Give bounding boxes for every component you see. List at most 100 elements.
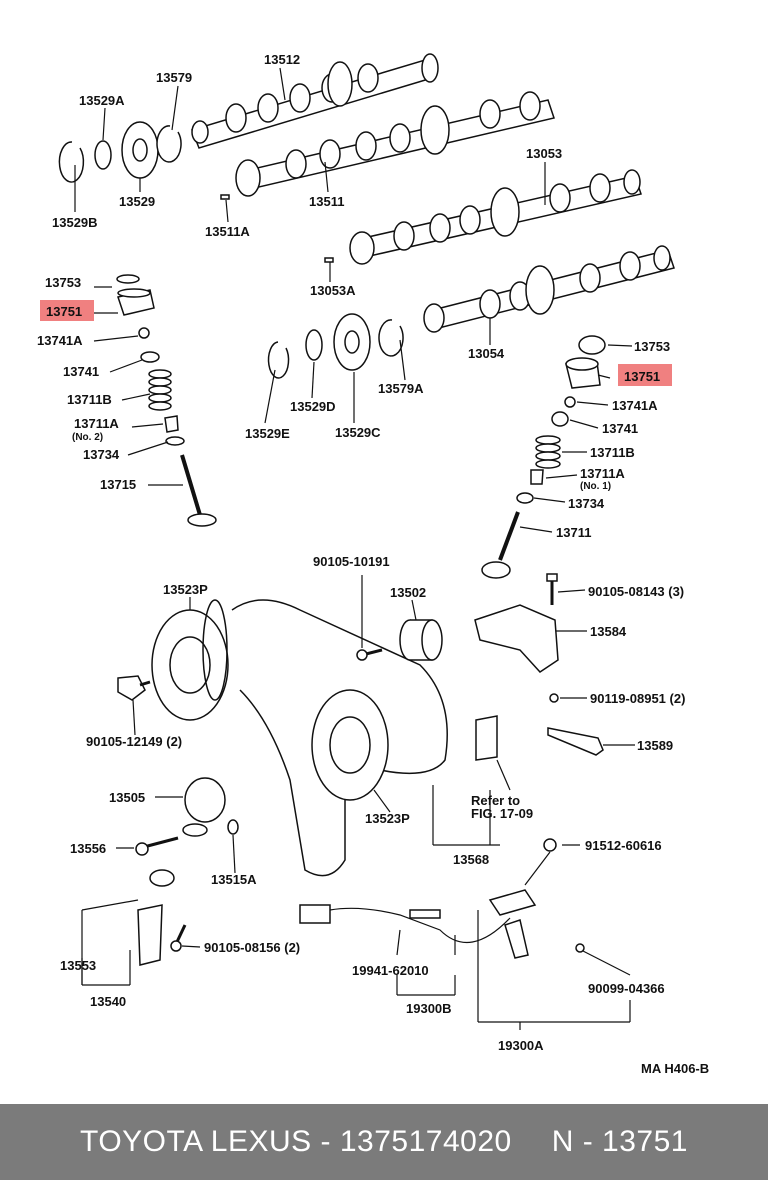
bolt-90105-08156-drawing [170,924,187,952]
bolt-90105-08143-drawing [546,573,558,605]
bracket-13584-drawing [474,604,559,673]
cover-reference-drawing [475,715,498,761]
label-13529: 13529 [119,194,155,209]
idler-13502-drawing [399,619,443,661]
label-13711B-left: 13711B [67,392,112,407]
highlight-13751-right [618,364,672,386]
tensioner-13505-drawing [182,777,226,837]
washer-13529A-drawing [94,140,112,170]
keeper-13741A-right-drawing [564,396,576,408]
footer-bar: TOYOTA LEXUS - 1375174020 N - 13751 [0,1104,768,1180]
label-13523P-bottom: 13523P [365,811,410,826]
spring-13711B-left-drawing [148,369,172,411]
seal-13711A-left-drawing [164,415,179,433]
lifter-13751-left-drawing [117,288,155,316]
label-13753-left: 13753 [45,275,81,290]
label-13711A-left: 13711A [74,416,119,431]
label-13053: 13053 [526,146,562,161]
highlight-13751-left [40,300,94,321]
label-13511: 13511 [309,194,344,209]
stay-13589-drawing [547,727,604,756]
gear-13529C-drawing [333,313,371,371]
label-13529C: 13529C [335,425,381,440]
label-13711B-right: 13711B [590,445,635,460]
label-diagram-code: MA H406-B [641,1061,709,1076]
label-90105-10191: 90105-10191 [313,554,390,569]
label-13523P-top: 13523P [163,582,208,597]
label-13741-right: 13741 [602,421,638,436]
label-13584: 13584 [590,624,627,639]
snap-ring-13529E-drawing [267,341,290,379]
snap-ring-13529B-drawing [58,141,85,183]
footer-ref: N - 13751 [551,1125,688,1158]
seal-13711A-right-drawing [530,469,544,485]
label-13568: 13568 [453,852,489,867]
label-refer-line2: FIG. 17-09 [471,806,533,821]
snap-ring-13579-drawing [156,125,182,163]
label-19941-62010: 19941-62010 [352,963,429,978]
label-13053A: 13053A [310,283,356,298]
label-13734-left: 13734 [83,447,120,462]
bolt-91512-60616-drawing [543,838,557,852]
spring-13711B-right-drawing [535,435,561,469]
label-90099-04366: 90099-04366 [588,981,665,996]
label-13753-right: 13753 [634,339,670,354]
parts-diagram: 13512 13579 13529A 13529 13529B 13511 13… [37,52,709,1076]
label-19300A: 19300A [498,1038,544,1053]
bolt-90105-10191-drawing [356,648,383,661]
label-91512-60616: 91512-60616 [585,838,662,853]
shim-13753-right-drawing [578,335,606,355]
valve-13715-drawing [180,454,217,527]
label-13711A-right-sub: (No. 1) [580,481,611,492]
pulley-13523P-bottom-drawing [311,689,389,801]
label-19300B: 19300B [406,1001,452,1016]
pin-13053A-drawing [324,257,334,263]
label-13553: 13553 [60,958,96,973]
seat-13734-right-drawing [516,492,534,504]
label-13751-right: 13751 [624,369,660,384]
label-13715: 13715 [100,477,136,492]
lifter-13751-right-drawing [565,357,601,389]
screw-90099-04366-drawing [575,943,585,953]
label-13741A-right: 13741A [612,398,658,413]
part-labels: 13512 13579 13529A 13529 13529B 13511 13… [37,52,709,1076]
label-13502: 13502 [390,585,426,600]
label-13741A-left: 13741A [37,333,83,348]
washer-13529D-drawing [305,329,323,361]
label-13529B: 13529B [52,215,98,230]
label-13529E: 13529E [245,426,290,441]
label-13529D: 13529D [290,399,336,414]
label-13579: 13579 [156,70,192,85]
label-13711A-left-sub: (No. 2) [72,432,103,443]
label-13751-left: 13751 [46,304,82,319]
timing-belt-13568-drawing [231,599,448,877]
label-13505: 13505 [109,790,145,805]
bolt-90119-08951-drawing [549,693,559,703]
seat-13734-left-drawing [165,436,185,446]
label-13529A: 13529A [79,93,125,108]
tensioner-13540-drawing [137,869,175,966]
leader-lines [74,67,635,1030]
label-13515A: 13515A [211,872,257,887]
keeper-13741A-left-drawing [138,327,150,339]
sensor-19300A-drawing [329,889,537,959]
gear-13529-drawing [121,121,159,179]
label-90105-12149: 90105-12149 (2) [86,734,182,749]
label-13511A: 13511A [205,224,250,239]
camshaft-13512-drawing [191,53,439,149]
label-refer-line1: Refer to [471,793,520,808]
retainer-13741-left-drawing [140,351,160,363]
label-13540: 13540 [90,994,126,1009]
label-13734-right: 13734 [568,496,605,511]
footer-brand-part: TOYOTA LEXUS - 1375174020 [80,1125,512,1158]
label-90105-08156: 90105-08156 (2) [204,940,300,955]
label-13556: 13556 [70,841,106,856]
shim-13753-left-drawing [116,274,140,284]
pulley-13523P-top-drawing [151,599,229,721]
label-13589: 13589 [637,738,673,753]
camshaft-13054-drawing [423,245,675,333]
label-13711A-right: 13711A [580,466,625,481]
label-90119-08951: 90119-08951 (2) [590,691,685,706]
label-13741-left: 13741 [63,364,99,379]
valve-13711-drawing [481,511,520,579]
